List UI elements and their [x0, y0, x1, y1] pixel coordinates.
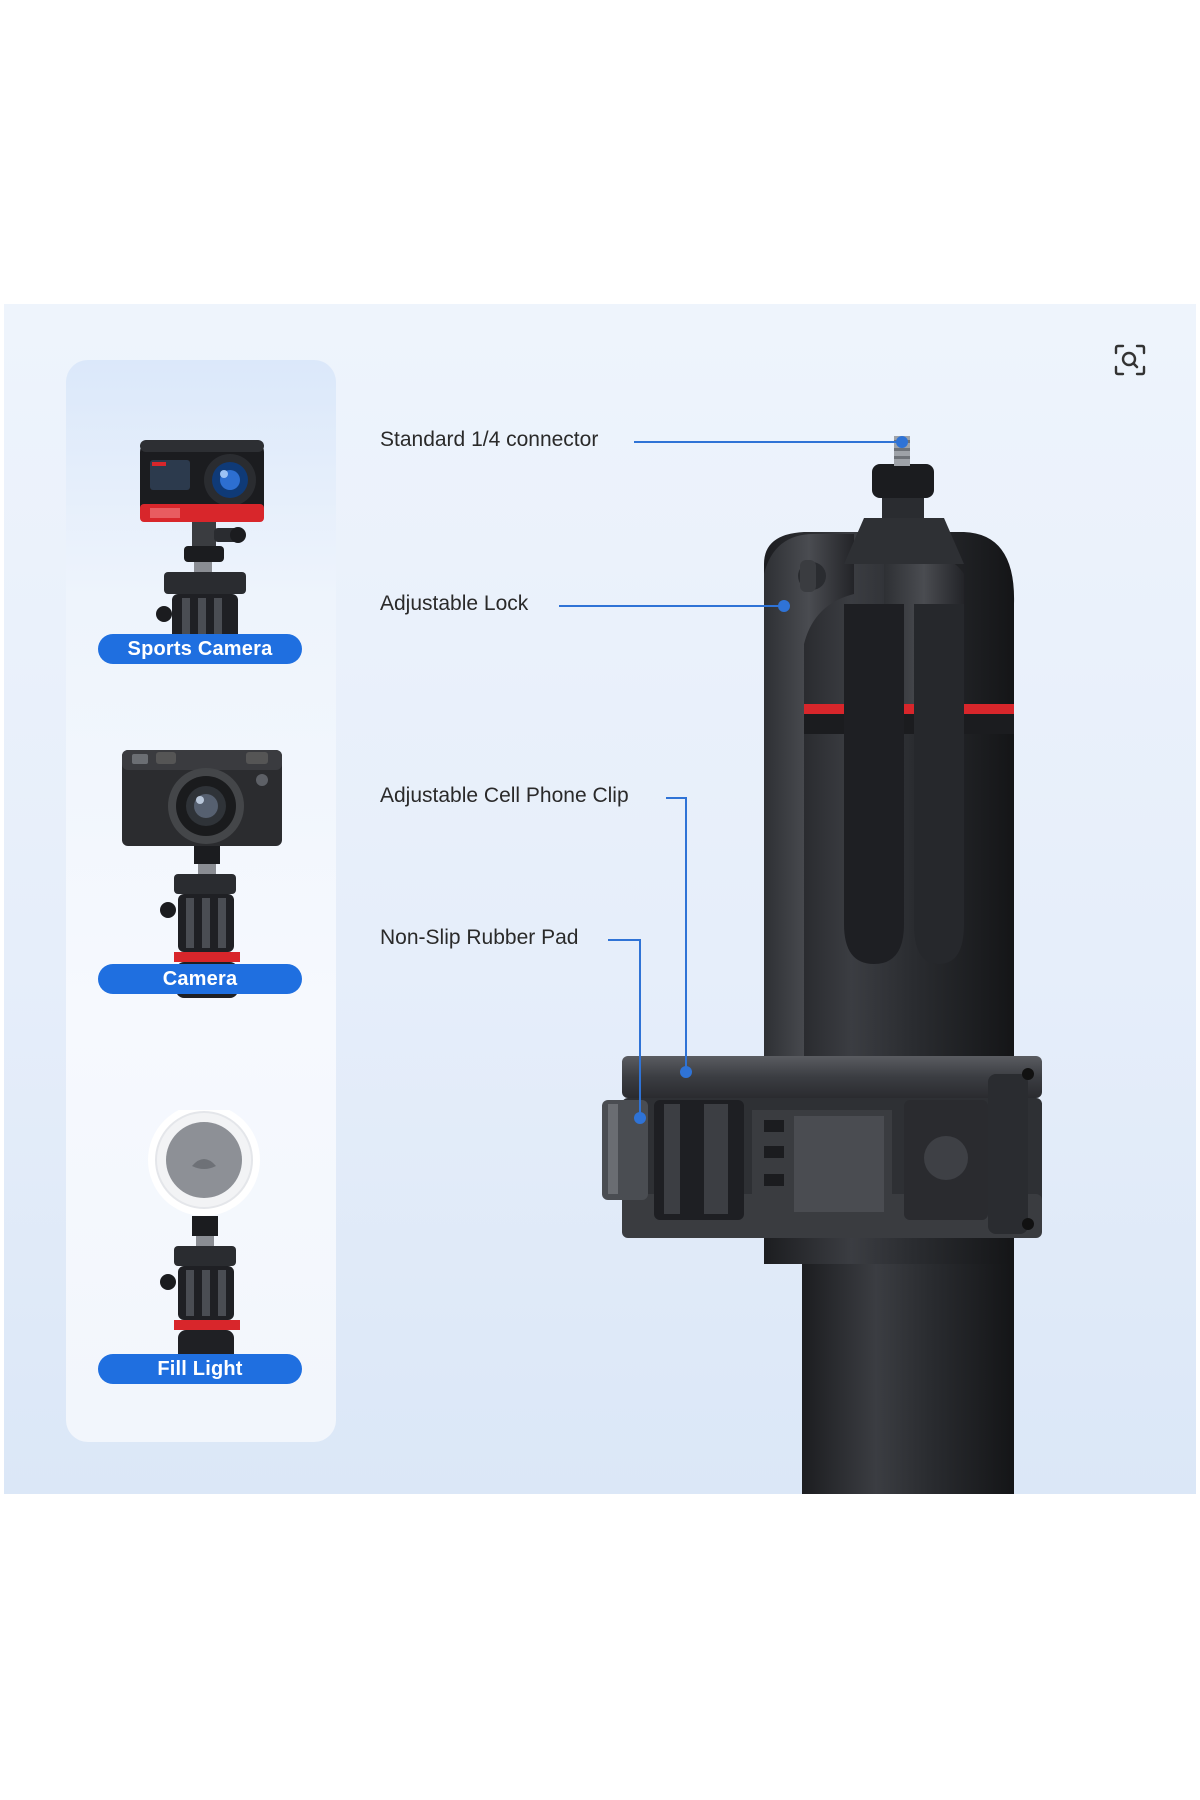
accessory-fill-light: Fill Light [66, 1104, 336, 1410]
callout-rubber-pad: Non-Slip Rubber Pad [380, 926, 579, 949]
callout-lines [559, 441, 902, 1118]
accessory-sports-camera: Sports Camera [66, 400, 336, 670]
action-camera-icon [140, 440, 264, 656]
callout-standard-connector: Standard 1/4 connector [380, 428, 599, 451]
visual-search-icon[interactable] [1112, 342, 1148, 378]
callout-phone-clip: Adjustable Cell Phone Clip [380, 784, 629, 807]
sports-camera-badge: Sports Camera [98, 634, 302, 664]
compact-camera-icon [122, 750, 282, 998]
callout-dots [634, 436, 908, 1124]
product-image-panel: Sports Camera [4, 304, 1196, 1494]
fill-light-badge: Fill Light [98, 1354, 302, 1384]
accessory-compatibility-card: Sports Camera [66, 360, 336, 1442]
ring-light-icon [148, 1104, 260, 1376]
accessory-camera: Camera [66, 730, 336, 1030]
camera-badge: Camera [98, 964, 302, 994]
callout-adjustable-lock: Adjustable Lock [380, 592, 529, 615]
selfie-stick-product [559, 436, 1042, 1494]
